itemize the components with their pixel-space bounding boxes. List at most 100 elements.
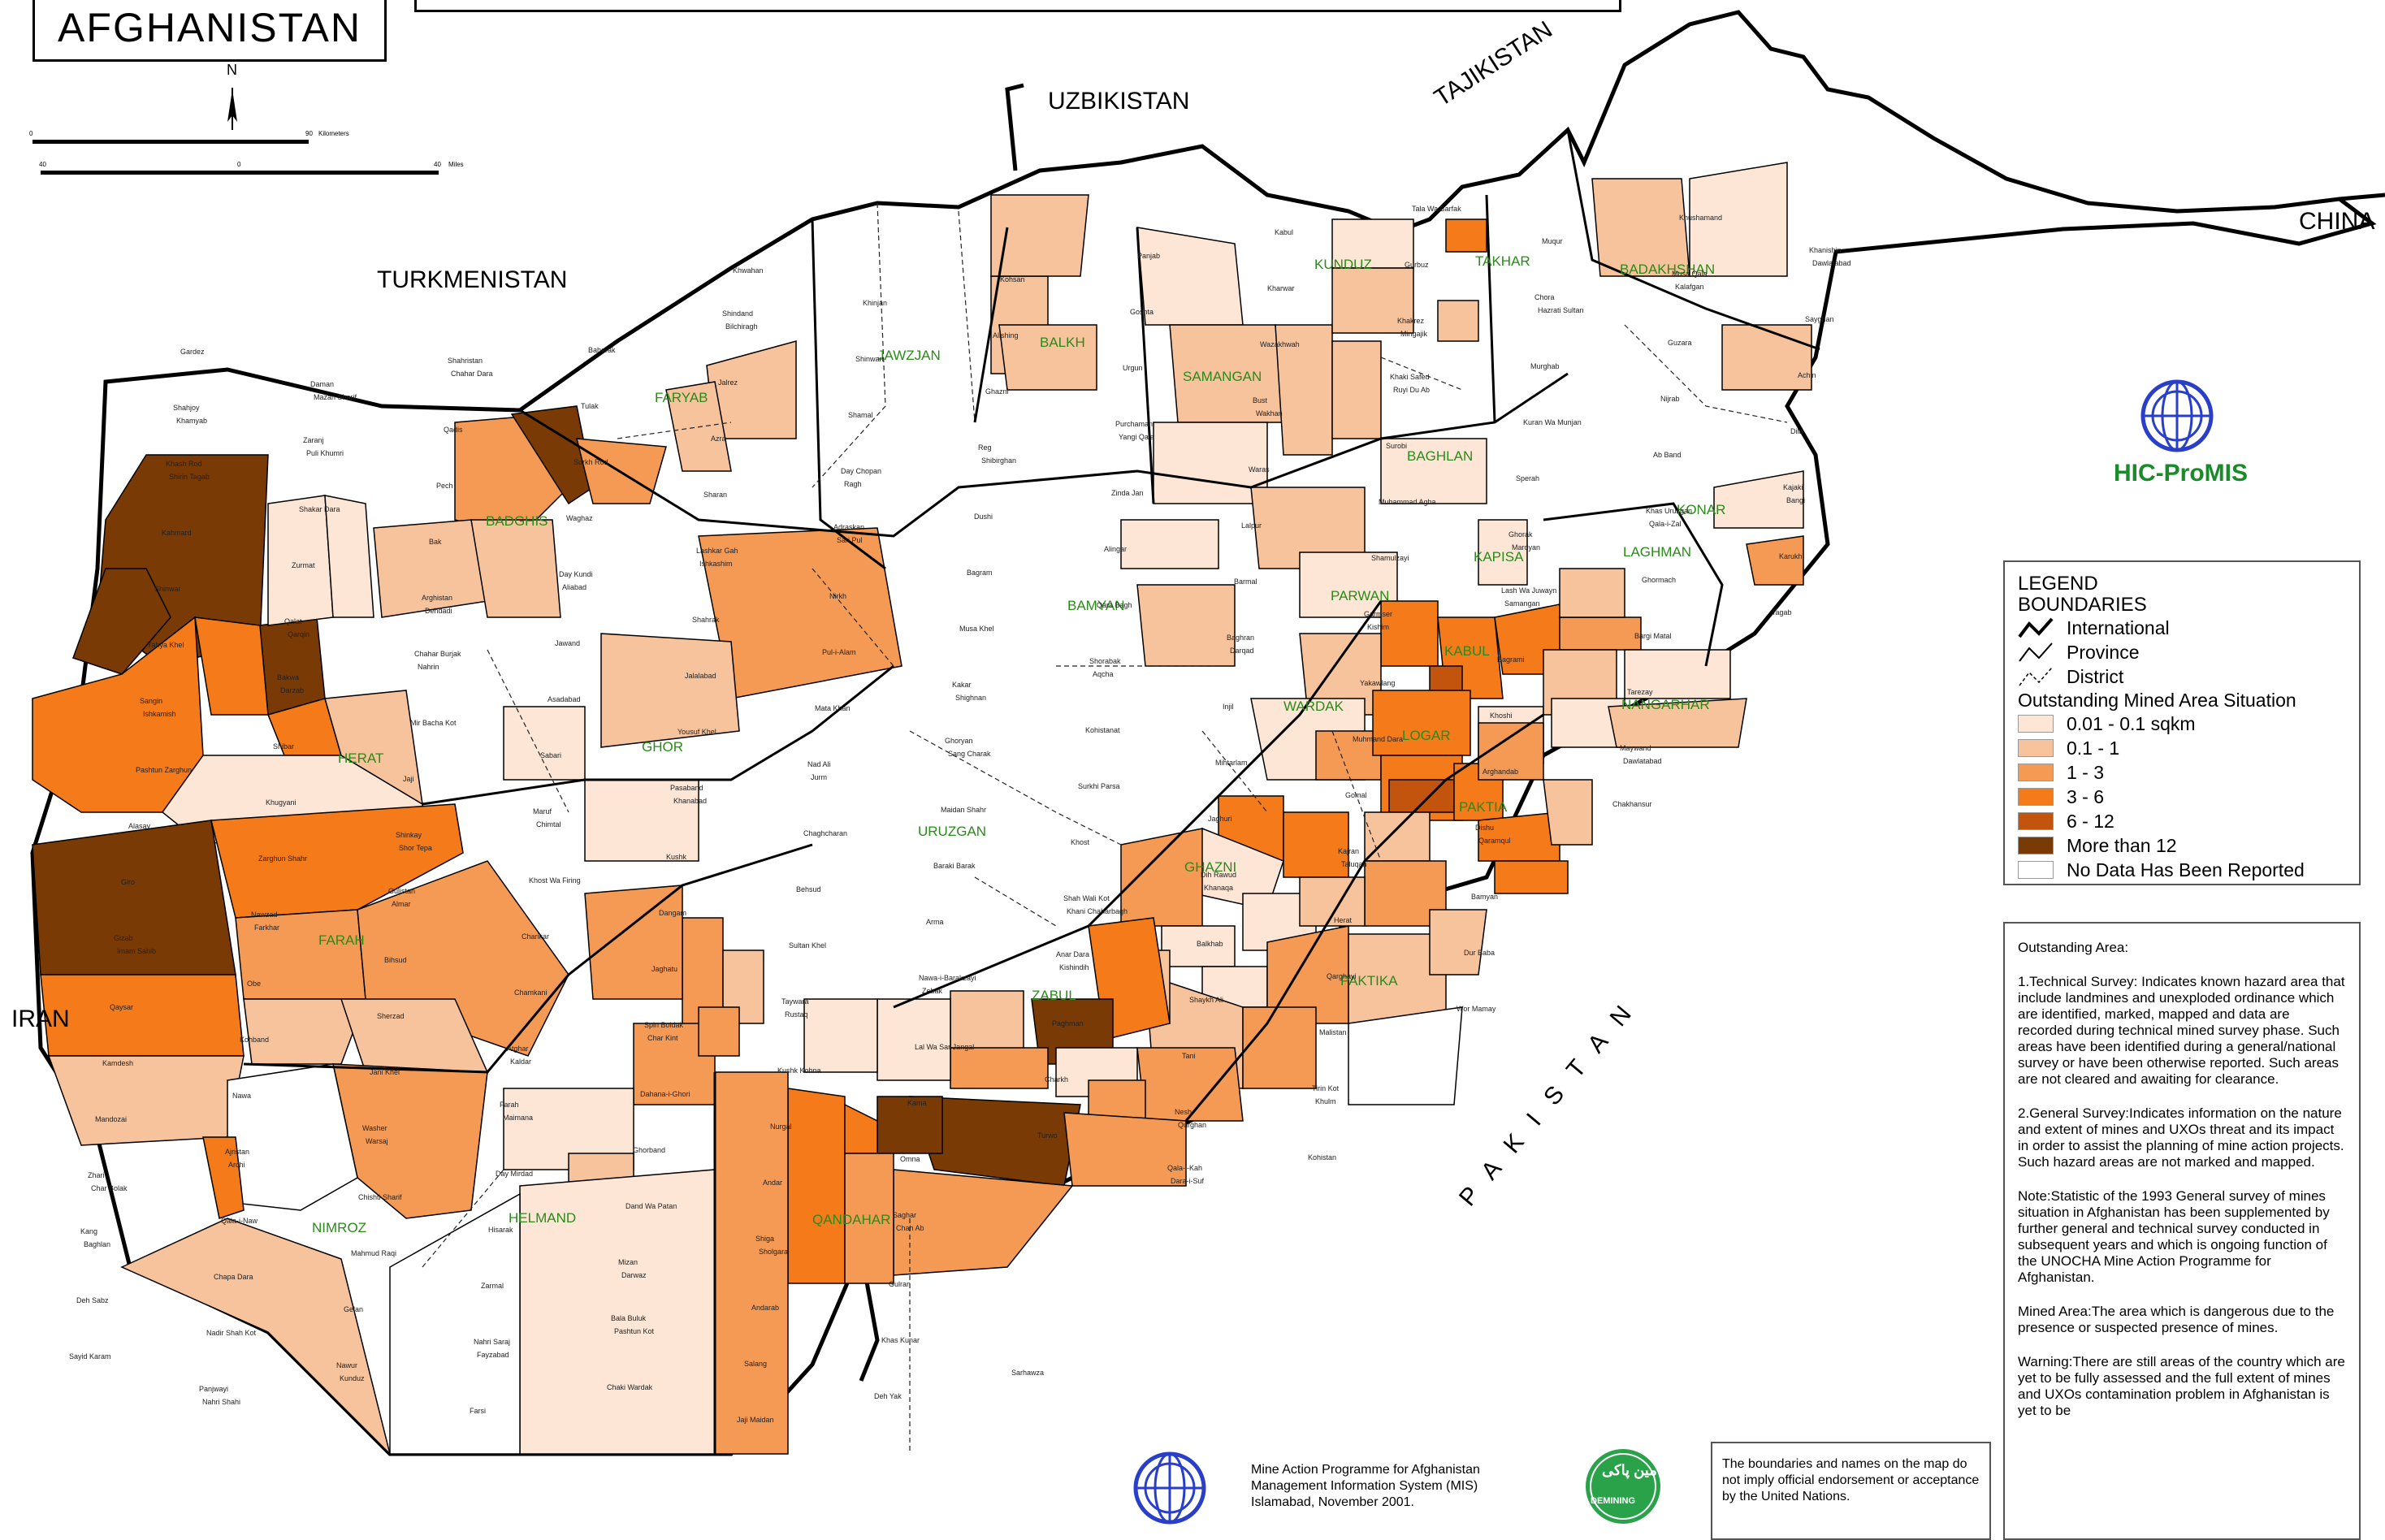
legend-swatch — [2018, 861, 2054, 879]
province-label: URUZGAN — [918, 824, 987, 839]
district-label: Dara-i-Suf — [1171, 1177, 1205, 1185]
district-label: Kishim — [1367, 623, 1390, 631]
district-label: Kahmard — [162, 529, 192, 537]
district-label: Andarab — [751, 1304, 780, 1312]
district-label: Kama — [907, 1099, 927, 1107]
province-label: BAGHLAN — [1407, 448, 1474, 464]
district-label: Bak — [429, 538, 442, 546]
district-label: Imam Sahib — [117, 947, 157, 955]
demining-logo-icon — [1586, 1449, 1660, 1524]
district-label: Spin Boldak — [644, 1021, 684, 1029]
district-label: Andar — [763, 1179, 783, 1187]
district-label: Farsi — [470, 1407, 486, 1415]
district-label: Khanaqa — [1204, 884, 1234, 892]
nimroz-chaharburjak — [120, 1218, 392, 1456]
district-label: Sangin — [140, 697, 163, 705]
district-label: Qadis — [444, 426, 463, 434]
province-label: PAKTIKA — [1340, 973, 1398, 988]
bamyan-bamyan — [1136, 584, 1236, 667]
district-label: Lalpur — [1241, 521, 1262, 530]
district-label: Wakhan — [1256, 409, 1283, 417]
legend-situation-title: Outstanding Mined Area Situation — [2018, 689, 2296, 711]
district-label: Wazakhwah — [1260, 340, 1300, 348]
district-label: Ghoryan — [945, 737, 973, 745]
district-label: Qaramqul — [1478, 837, 1511, 845]
district-label: Zebak — [922, 987, 943, 995]
district-label: Lal Wa Sar Jangal — [915, 1043, 975, 1051]
province-label: GHOR — [642, 739, 683, 755]
district-label: Khwahan — [733, 266, 764, 275]
district-label: Darzab — [280, 686, 305, 694]
laghman-mihtarlam — [1559, 568, 1625, 618]
district-label: Mandozai — [95, 1115, 128, 1123]
herat-kushk-kohna — [324, 495, 374, 618]
qandahar-maruf — [1063, 1112, 1187, 1187]
district-label: Pech — [436, 482, 453, 490]
province-fills — [32, 162, 1812, 1456]
notes-box: Outstanding Area: 1.Technical Survey: In… — [2003, 922, 2361, 1540]
district-label: Pasaband — [670, 784, 703, 792]
notes-technical-survey: 1.Technical Survey: Indicates known haza… — [2018, 974, 2345, 1087]
district-label: Khinjan — [863, 299, 888, 307]
district-label: Lashkar Gah — [696, 547, 738, 555]
konar-kamdesh — [1713, 470, 1804, 529]
district-label: Chaki Wardak — [607, 1383, 653, 1391]
district-label: Nadir Shah Kot — [206, 1329, 257, 1337]
badakhshan-baharak — [1689, 162, 1788, 277]
legend-title: LEGEND — [2018, 573, 2098, 595]
district-label: Sabari — [540, 751, 562, 759]
district-label: Gardez — [180, 348, 205, 356]
district-label: Dur Baba — [1464, 949, 1495, 957]
district-label: Qalat — [284, 617, 302, 625]
legend-swatch — [2018, 715, 2054, 733]
helmand-nawzad — [584, 885, 683, 1000]
district-label: Ghazni — [985, 387, 1009, 396]
district-label: Shindand — [722, 309, 754, 318]
district-label: Zarmal — [481, 1282, 504, 1290]
paktika-wazakhwah — [1242, 1006, 1317, 1089]
district-label: Panjwayi — [199, 1385, 229, 1393]
province-label: SAMANGAN — [1183, 369, 1262, 384]
legend-label-province: Province — [2067, 641, 2140, 663]
district-label: Kajaki — [1783, 483, 1803, 491]
province-label: LOGAR — [1402, 728, 1451, 743]
bamyan-sayghan — [1120, 519, 1219, 569]
district-label: Surobi — [1386, 442, 1408, 450]
district-label: Mazari Sharif — [314, 393, 357, 401]
district-label: Atghar — [507, 1045, 529, 1053]
border-extension-northeast — [2339, 192, 2385, 201]
district-label: Day Chopan — [841, 467, 882, 475]
province-label: BADAKHSHAN — [1620, 262, 1716, 277]
district-label: Balkhab — [1197, 940, 1223, 948]
samangan-dahanaighori — [1275, 324, 1333, 456]
district-label: Yahya Khel — [147, 641, 184, 649]
scale-bar — [32, 140, 439, 175]
district-label: Khani Chaharbagh — [1067, 907, 1128, 915]
north-label: N — [227, 62, 237, 78]
legend-class-label: More than 12 — [2067, 834, 2177, 856]
district-label: Zinda Jan — [1111, 489, 1144, 497]
district-boundary-icon — [2019, 667, 2053, 686]
district-label: Khost Wa Firing — [529, 876, 581, 885]
district-label: Khushamand — [1679, 214, 1723, 222]
zabul-jaldak — [950, 1047, 1049, 1089]
district-label: Behsud — [796, 885, 821, 893]
district-label: Bihsud — [384, 956, 407, 964]
district-label: Musa Khel — [959, 625, 994, 633]
district-label: Shakar Dara — [299, 505, 340, 513]
district-label: Saghar — [893, 1211, 917, 1219]
district-label: Karukh — [1779, 552, 1803, 560]
district-label: Nawa — [232, 1092, 252, 1100]
notes-mined-area: Mined Area:The area which is dangerous d… — [2018, 1304, 2335, 1335]
kunduz-kunduz — [1331, 267, 1414, 334]
district-label: Khakrez — [1397, 317, 1425, 325]
legend-boundaries-title: BOUNDARIES — [2018, 594, 2147, 616]
district-label: Khanishin — [1809, 246, 1842, 254]
district-label: Turwo — [1037, 1131, 1058, 1140]
legend-class-row: More than 12 — [2018, 833, 2346, 858]
district-label: Asadabad — [548, 695, 581, 703]
district-label: Khamyab — [176, 417, 208, 425]
district-label: Washer — [362, 1124, 387, 1132]
district-label: Muhmand Dara — [1353, 735, 1404, 743]
